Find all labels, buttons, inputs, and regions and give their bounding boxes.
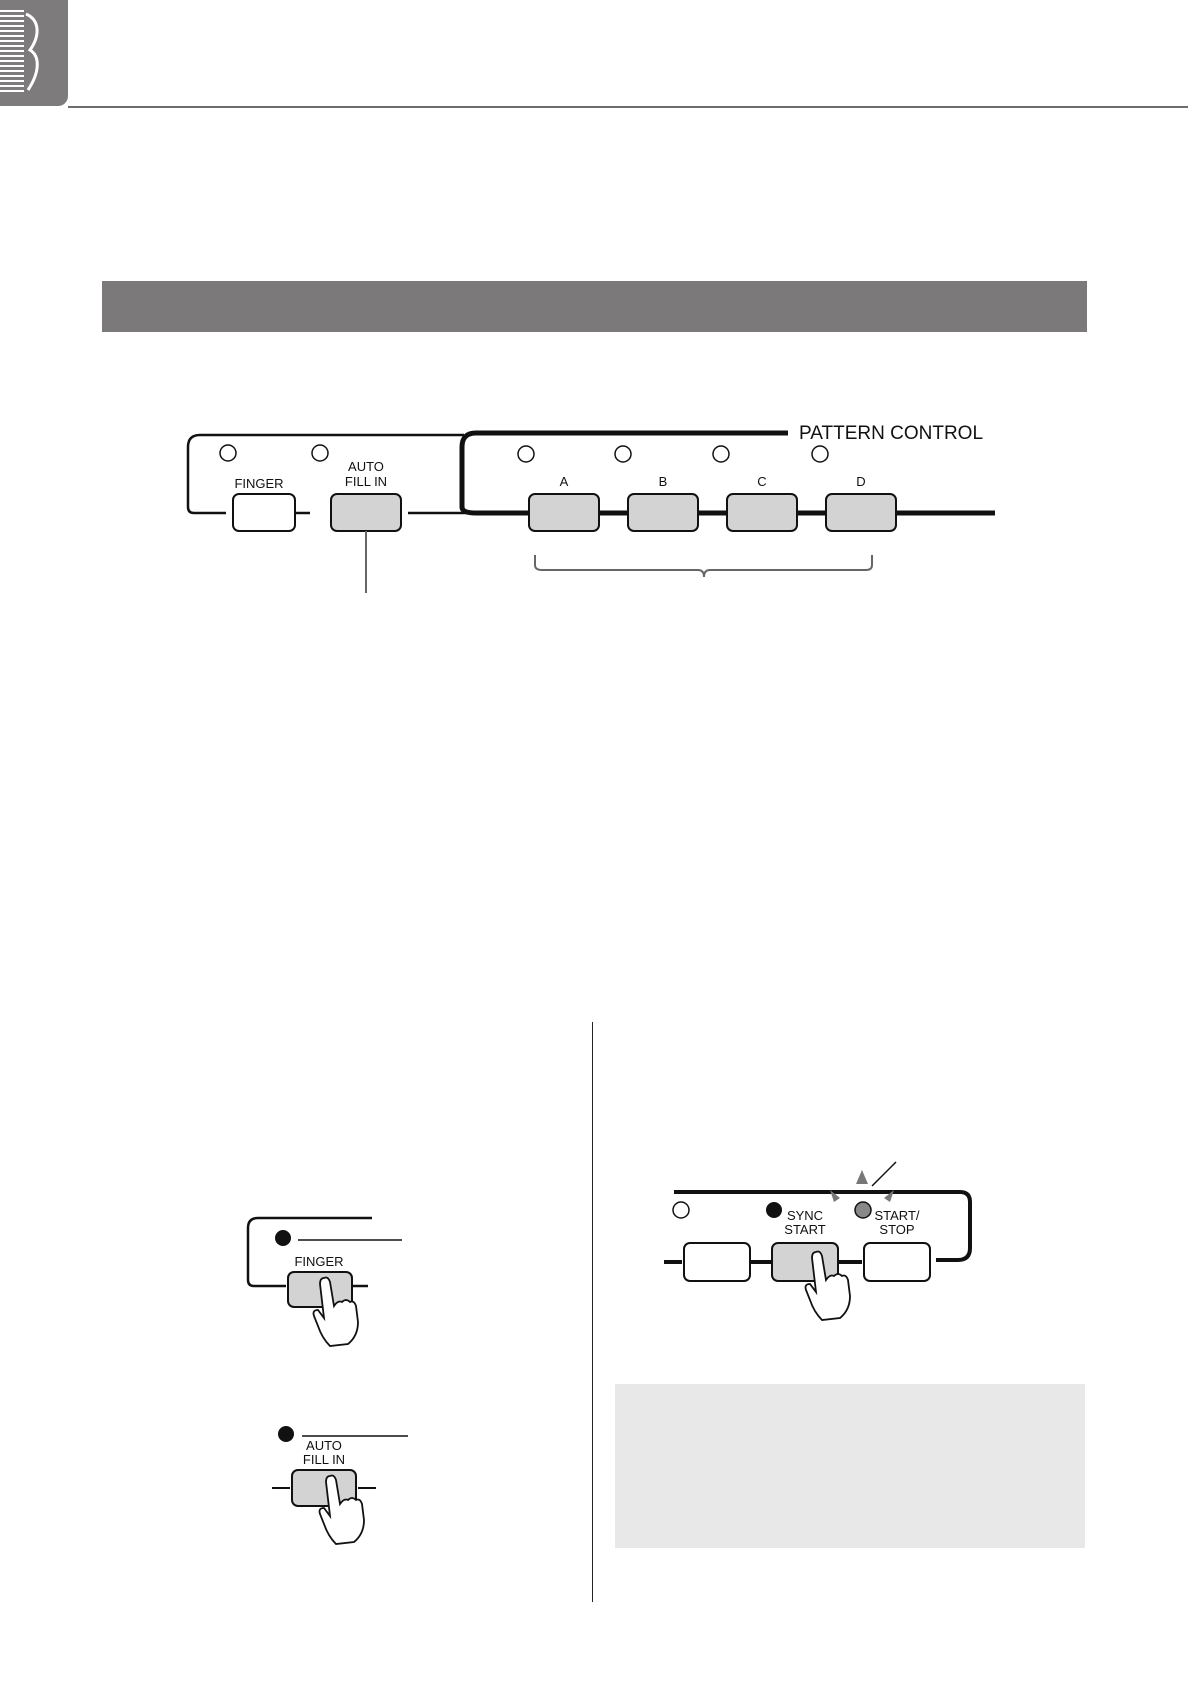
auto-fill-label-1: AUTO xyxy=(306,1438,342,1453)
lamp-icon xyxy=(811,445,829,463)
button-b-label: B xyxy=(659,474,668,489)
auto-fill-label-1: AUTO xyxy=(348,459,384,474)
button-d xyxy=(825,493,897,532)
auto-fill-label-2: FILL IN xyxy=(303,1452,345,1467)
pattern-control-panel-diagram: FINGER AUTO FILL IN PATTERN CONTROL A B … xyxy=(186,423,995,593)
auto-fill-press-diagram: AUTO FILL IN xyxy=(272,1426,408,1545)
sync-label-1: SYNC xyxy=(787,1208,823,1223)
button-a-label: A xyxy=(560,474,569,489)
lamp-icon xyxy=(311,444,329,462)
start-stop-label-2: STOP xyxy=(879,1222,914,1237)
section-heading-bar xyxy=(102,281,1087,332)
finger-button xyxy=(232,493,296,532)
blink-mark-icon xyxy=(884,1190,894,1202)
sync-label-2: START xyxy=(784,1222,825,1237)
button-a xyxy=(528,493,600,532)
lamp-icon xyxy=(854,1201,872,1219)
auto-fill-label-2: FILL IN xyxy=(345,474,387,489)
lamp-icon xyxy=(614,445,632,463)
lamp-icon xyxy=(712,445,730,463)
column-divider xyxy=(592,1022,593,1602)
start-stop-button xyxy=(863,1242,931,1282)
blink-mark-icon xyxy=(830,1190,840,1202)
lamp-icon xyxy=(275,1230,291,1246)
hand-press-icon xyxy=(312,1276,359,1347)
lamp-icon xyxy=(219,444,237,462)
sync-start-press-diagram: SYNC START START/ STOP xyxy=(664,1161,972,1321)
finger-label: FINGER xyxy=(234,476,283,491)
blank-button xyxy=(683,1242,751,1282)
finger-press-diagram: FINGER xyxy=(246,1216,402,1347)
hand-press-icon xyxy=(804,1250,851,1321)
button-b xyxy=(627,493,699,532)
hand-press-icon xyxy=(318,1474,365,1545)
lamp-icon xyxy=(766,1202,782,1218)
auto-fill-in-button xyxy=(291,1469,357,1507)
piano-keys-icon xyxy=(0,10,39,92)
note-box xyxy=(615,1384,1085,1548)
button-d-label: D xyxy=(856,474,865,489)
lamp-icon xyxy=(278,1426,294,1442)
start-stop-label-1: START/ xyxy=(874,1208,919,1223)
button-c xyxy=(726,493,798,532)
chapter-tab xyxy=(0,0,68,106)
pattern-control-label: PATTERN CONTROL xyxy=(799,423,983,444)
button-c-label: C xyxy=(757,474,766,489)
lamp-icon xyxy=(672,1201,690,1219)
header-rule xyxy=(68,106,1188,108)
lamp-icon xyxy=(517,445,535,463)
auto-fill-in-button xyxy=(330,493,402,532)
finger-label: FINGER xyxy=(294,1254,343,1269)
blink-mark-icon xyxy=(856,1170,868,1184)
sync-start-button xyxy=(771,1242,839,1282)
